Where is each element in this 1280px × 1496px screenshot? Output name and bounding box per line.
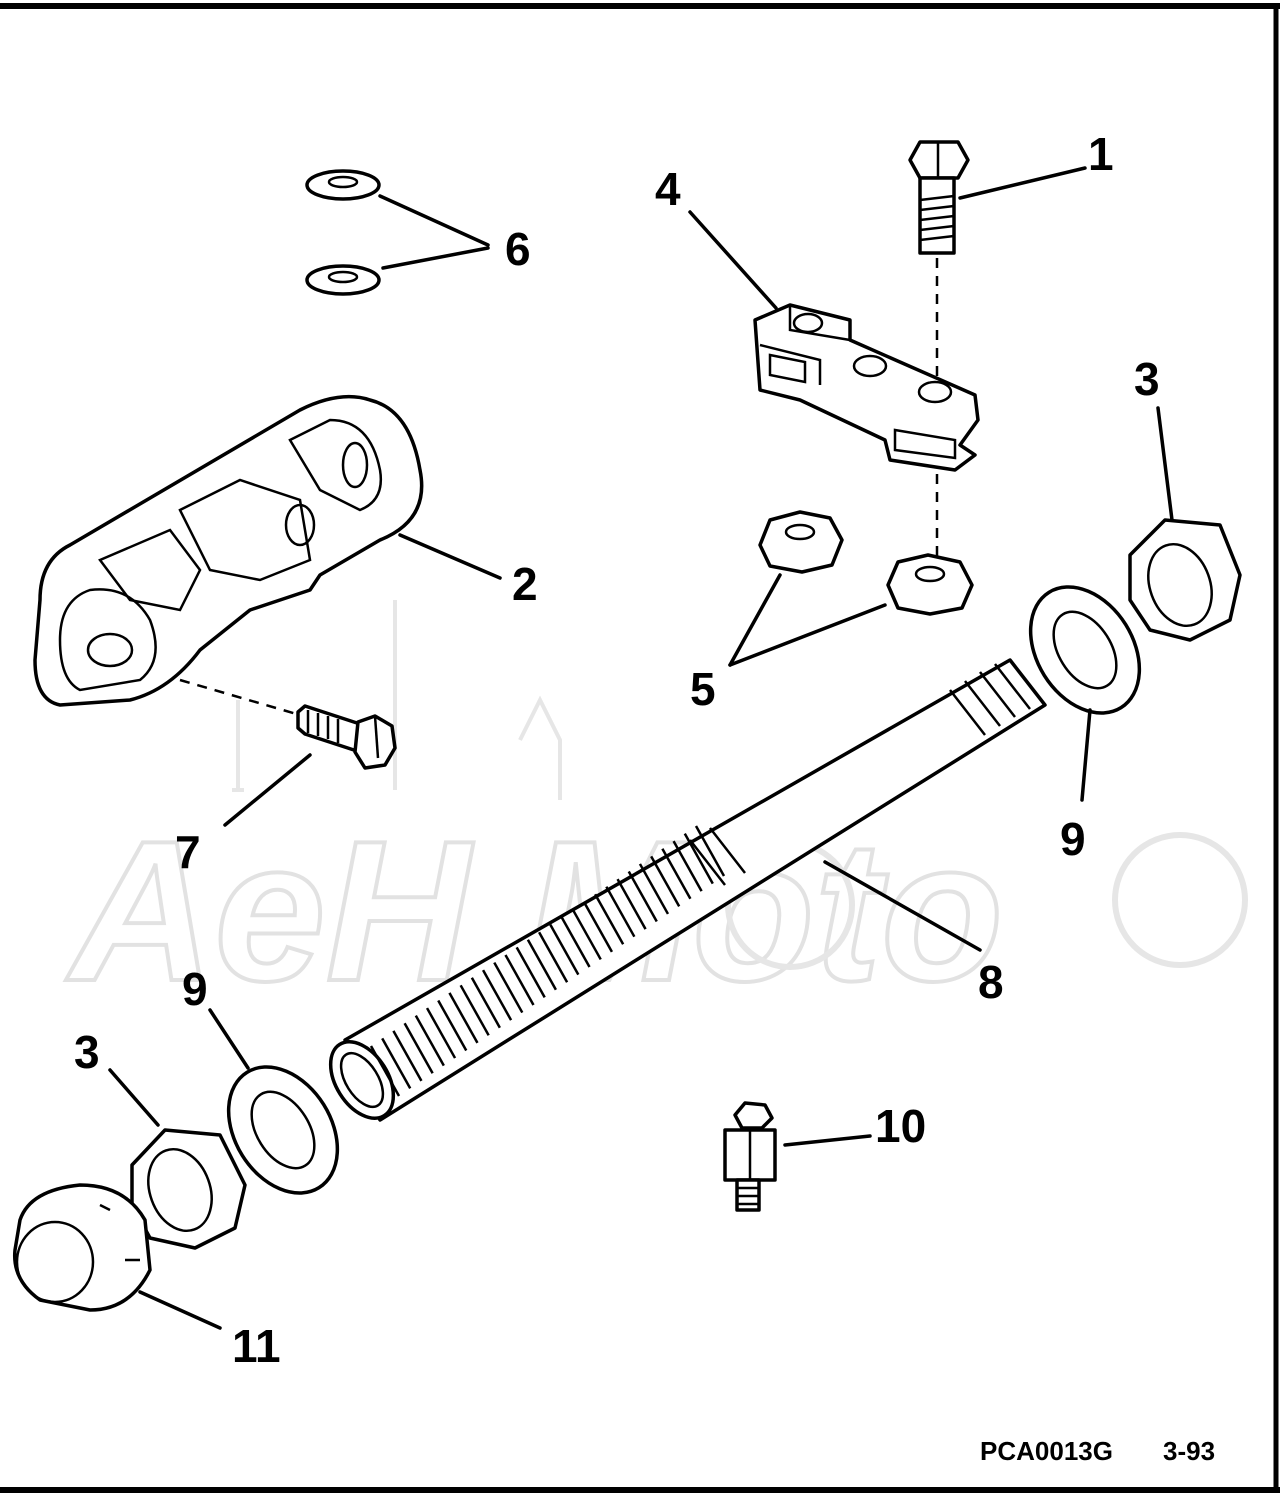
part-6-washers [305, 169, 381, 296]
part-9-washer-right [1028, 585, 1142, 715]
part-2-housing [33, 394, 424, 717]
part-4-bracket [753, 303, 980, 472]
callout-3-right: 3 [1134, 353, 1160, 405]
diagram-code: PCA0013G [980, 1436, 1113, 1466]
thread-ring [526, 939, 557, 991]
callout-5: 5 [690, 663, 716, 715]
part-10-fitting [723, 1101, 777, 1212]
thread-ring [414, 1015, 445, 1067]
thread-ring [403, 1022, 434, 1074]
thread-ring [369, 1045, 401, 1097]
part-8-shaft [328, 658, 1047, 1122]
thread-ring [616, 878, 647, 930]
thread-ring [504, 954, 535, 1006]
callout-6: 6 [505, 223, 531, 275]
thread-ring [437, 999, 468, 1052]
callout-8: 8 [978, 956, 1004, 1008]
callout-9-left: 9 [182, 963, 208, 1015]
callout-10: 10 [875, 1100, 926, 1152]
leader-lines [108, 166, 1174, 1330]
part-3-nut-right [1128, 518, 1242, 642]
thread-ring [594, 893, 625, 945]
thread-ring [493, 961, 524, 1014]
callout-11: 11 [232, 1320, 281, 1372]
callouts: 1 2 3 3 4 5 6 7 8 9 9 10 11 [74, 128, 1160, 1372]
part-7-bolt [296, 704, 397, 770]
callout-2: 2 [512, 558, 538, 610]
thread-ring [515, 946, 546, 998]
thread-ring [571, 908, 602, 961]
thread-ring [425, 1007, 457, 1059]
thread-ring [650, 855, 681, 907]
thread-ring [470, 977, 501, 1029]
thread-ring [381, 1037, 412, 1090]
thread-ring [459, 984, 490, 1036]
watermark-wheel-icon [1112, 832, 1248, 968]
thread-ring [627, 870, 658, 923]
callout-1: 1 [1088, 128, 1114, 180]
thread-ring [392, 1030, 423, 1082]
callout-7: 7 [175, 826, 201, 878]
thread-ring [661, 848, 692, 900]
part-11-cap [12, 1183, 152, 1312]
thread-ring [538, 931, 569, 983]
page-frame [0, 3, 1280, 1493]
thread-ring [683, 832, 714, 885]
thread-ring [448, 992, 479, 1044]
thread-ring [672, 840, 703, 892]
callout-3-left: 3 [74, 1026, 100, 1078]
part-9-washer-left [226, 1065, 340, 1195]
thread-ring [560, 916, 591, 968]
thread-ring [605, 886, 636, 938]
thread-ring [694, 825, 726, 877]
thread-ring [549, 924, 580, 976]
callout-4: 4 [655, 163, 681, 215]
shaft-threads [369, 825, 726, 1097]
thread-ring [481, 969, 513, 1021]
diagram-date: 3-93 [1163, 1436, 1215, 1466]
thread-ring [638, 863, 670, 915]
thread-ring [582, 901, 614, 953]
part-3-nut-left [130, 1128, 247, 1250]
part-5-nuts [758, 510, 974, 616]
part-1-bolt [908, 140, 970, 560]
footer: PCA0013G 3-93 [980, 1436, 1215, 1466]
callout-9-right: 9 [1060, 813, 1086, 865]
